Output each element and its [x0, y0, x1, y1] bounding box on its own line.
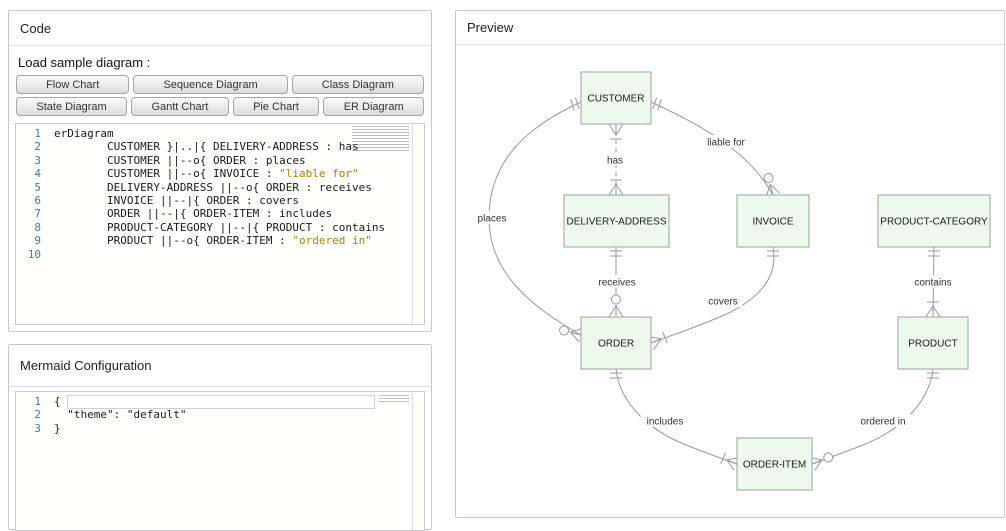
crowfoot-tick-marker: [608, 179, 624, 196]
entity-label: DELIVERY-ADDRESS: [566, 217, 666, 228]
config-editor-minimap: [379, 395, 409, 402]
editor-line: 1{: [16, 395, 424, 410]
sample-button-gantt-chart[interactable]: Gantt Chart: [131, 97, 229, 116]
line-number: 4: [34, 167, 41, 181]
entity-label: ORDER-ITEM: [743, 460, 806, 471]
circle-crowfoot-marker: [809, 452, 834, 471]
code-panel-title: Code: [9, 11, 431, 46]
relationship-label-bg: [473, 211, 511, 224]
line-number: 9: [34, 234, 41, 248]
sample-button-flow-chart[interactable]: Flow Chart: [16, 75, 130, 94]
editor-line: 5 DELIVERY-ADDRESS ||--o{ ORDER : receiv…: [16, 181, 424, 194]
preview-panel: Preview has places liable for receives cover…: [455, 10, 1005, 518]
editor-line: 10: [16, 248, 424, 261]
line-number: 1: [34, 395, 41, 408]
relationship-label-bg: [853, 414, 913, 427]
mermaid-configuration-panel: Mermaid Configuration 1{2 "theme": "defa…: [8, 344, 432, 531]
double-tick-marker: [928, 250, 940, 257]
entity-invoice: INVOICE: [736, 194, 810, 248]
double-tick-marker: [767, 250, 779, 257]
editor-line: 2 "theme": "default": [16, 408, 424, 421]
entity-label: INVOICE: [752, 217, 793, 228]
entity-label: PRODUCT-CATEGORY: [880, 217, 988, 228]
er-diagram-preview: has places liable for receives covers include…: [473, 71, 991, 491]
sample-button-er-diagram[interactable]: ER Diagram: [323, 97, 424, 116]
entity-order: ORDER: [580, 316, 652, 370]
load-sample-label: Load sample diagram :: [18, 55, 151, 70]
sample-button-pie-chart[interactable]: Pie Chart: [232, 97, 320, 116]
relationship-label-bg: [696, 135, 756, 148]
circle-crowfoot-marker: [559, 325, 583, 343]
relationship-label-bg: [604, 153, 626, 166]
line-number: 7: [34, 207, 41, 221]
line-number: 1: [34, 127, 41, 140]
crowfoot-tick-marker: [608, 123, 624, 140]
circle-crowfoot-marker: [608, 294, 624, 318]
relationship-label: contains: [914, 278, 951, 289]
preview-panel-title: Preview: [456, 11, 1004, 45]
line-number: 3: [34, 421, 41, 435]
editor-line: 4 CUSTOMER ||--o{ INVOICE : "liable for": [16, 167, 424, 180]
double-tick-marker: [610, 372, 622, 379]
circle-crowfoot-marker: [763, 173, 781, 197]
line-number: 2: [34, 408, 41, 422]
code-editor-minimap: [352, 126, 409, 151]
double-tick-marker: [610, 250, 622, 257]
config-editor[interactable]: 1{2 "theme": "default"3}: [15, 391, 425, 531]
relationship-label-bg: [640, 414, 690, 427]
relationship-liable-for: [650, 101, 774, 196]
editor-line: 6 INVOICE ||--|{ ORDER : covers: [16, 194, 424, 207]
relationship-covers: [650, 246, 775, 344]
entity-product-category: PRODUCT-CATEGORY: [877, 194, 991, 248]
relationship-label: liable for: [707, 138, 745, 149]
relationship-label-bg: [908, 275, 958, 288]
line-number: 6: [34, 193, 41, 207]
entity-order-item: ORDER-ITEM: [736, 437, 813, 491]
entity-label: CUSTOMER: [587, 94, 644, 105]
editor-line: 3}: [16, 422, 424, 435]
double-tick-marker: [652, 97, 662, 111]
relationship-includes: [615, 368, 738, 465]
relationship-label: includes: [647, 417, 684, 428]
editor-line: 2 CUSTOMER }|..|{ DELIVERY-ADDRESS : has: [16, 140, 424, 153]
relationship-label: covers: [708, 297, 737, 308]
sample-button-sequence-diagram[interactable]: Sequence Diagram: [133, 75, 288, 94]
relationship-label: receives: [598, 278, 635, 289]
relationship-label-bg: [704, 294, 742, 307]
line-number: 2: [34, 140, 41, 154]
line-number: 3: [34, 153, 41, 167]
double-tick-marker: [927, 372, 939, 379]
config-panel-title: Mermaid Configuration: [9, 345, 431, 387]
entity-delivery-address: DELIVERY-ADDRESS: [563, 194, 670, 248]
entity-customer: CUSTOMER: [580, 71, 652, 125]
relationship-label: ordered in: [860, 417, 905, 428]
relationship-label: has: [607, 156, 623, 167]
editor-line: 9 PRODUCT ||--o{ ORDER-ITEM : "ordered i…: [16, 234, 424, 247]
line-number: 5: [34, 180, 41, 194]
tick-crowfoot-marker: [925, 301, 941, 318]
entity-product: PRODUCT: [897, 316, 969, 370]
line-number: 8: [34, 220, 41, 234]
entity-label: PRODUCT: [908, 339, 957, 350]
relationship-label-bg: [592, 275, 642, 288]
sample-button-state-diagram[interactable]: State Diagram: [16, 97, 128, 116]
sample-button-class-diagram[interactable]: Class Diagram: [291, 75, 425, 94]
editor-line: 8 PRODUCT-CATEGORY ||--|{ PRODUCT : cont…: [16, 221, 424, 234]
relationship-label: places: [478, 214, 507, 225]
entity-label: ORDER: [598, 339, 634, 350]
editor-line: 7 ORDER ||--|{ ORDER-ITEM : includes: [16, 207, 424, 220]
line-number: 10: [27, 247, 41, 261]
editor-line: 3 CUSTOMER ||--o{ ORDER : places: [16, 154, 424, 167]
double-tick-marker: [570, 97, 580, 111]
